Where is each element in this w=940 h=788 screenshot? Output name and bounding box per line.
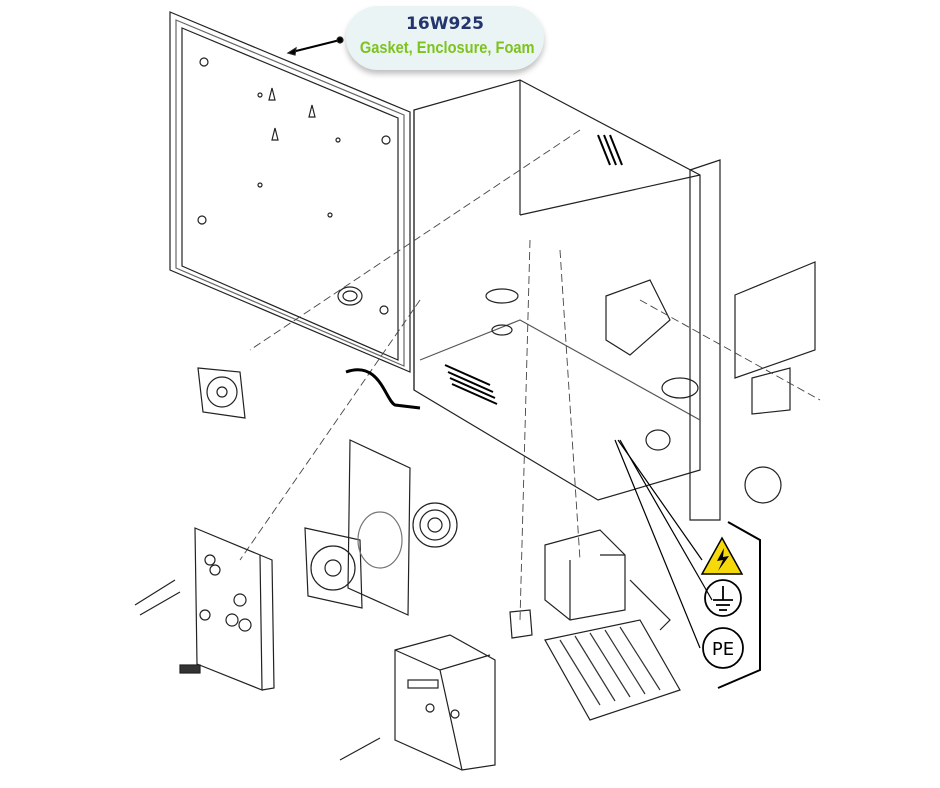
symbol-leaders (614, 439, 713, 649)
small-fan (197, 367, 246, 419)
part-callout: 16W925 Gasket, Enclosure, Foam (346, 6, 544, 70)
high-voltage-warning-icon (700, 536, 744, 575)
pe-label: PE (712, 639, 734, 660)
breaker-terminal-blocks (509, 529, 681, 721)
assembly-leaders (239, 129, 821, 621)
part-number: 16W925 (406, 14, 484, 34)
symbol-bracket (717, 521, 761, 689)
enclosure-door (169, 11, 411, 373)
ground-icon (704, 579, 742, 617)
pe-icon: PE (702, 627, 744, 669)
callout-leader (286, 36, 344, 56)
mounting-plate-fan (304, 439, 458, 616)
ground-wire (345, 368, 421, 410)
enclosure-box (413, 79, 816, 521)
motor-drive (339, 634, 496, 771)
control-board (134, 527, 275, 691)
part-description: Gasket, Enclosure, Foam (359, 38, 535, 57)
